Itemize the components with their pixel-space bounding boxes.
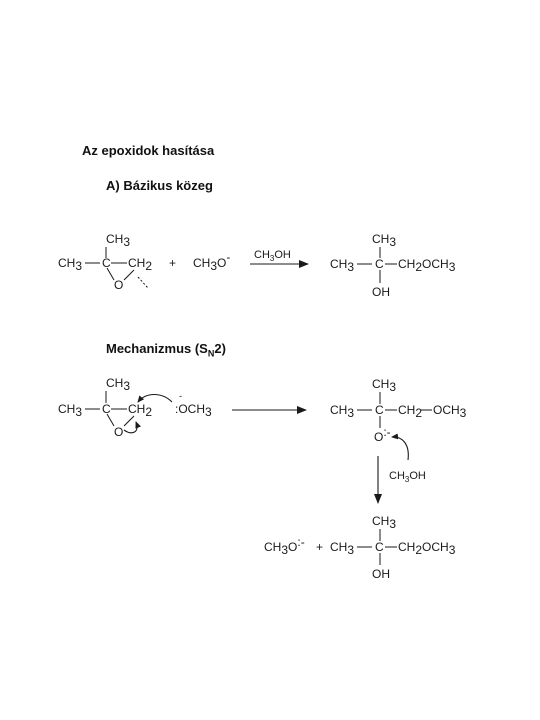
mechanism-heading-suffix: 2) [214, 341, 226, 356]
product-chain: CH2OCH3 [398, 257, 456, 274]
mech-epoxide-oxygen: O [114, 425, 123, 439]
final-chain: CH2OCH3 [398, 540, 456, 557]
final-product: CH3 CH3 C CH2OCH3 OH [330, 514, 456, 581]
plus-sign-2: + [316, 540, 323, 554]
bond-ch2-o [123, 269, 135, 281]
final-methyl-top: CH3 [372, 514, 396, 531]
mechanism-epoxide: CH3 CH3 C CH2 O [58, 376, 152, 439]
mechanism-heading-subscript: N [207, 348, 215, 359]
product-ether-alcohol: CH3 CH3 C CH2OCH3 OH [330, 232, 456, 299]
alkoxide-methyl-top: CH3 [372, 377, 396, 394]
plus-sign-1: + [169, 256, 176, 270]
epoxide-carbon: C [102, 256, 111, 270]
attack-indicator [137, 276, 149, 289]
product-methyl-top: CH3 [372, 232, 396, 249]
final-methyl-left: CH3 [330, 540, 354, 557]
alkoxide-oxygen: O:- [374, 425, 391, 444]
alkoxide-carbon: C [375, 403, 384, 417]
electron-arrow-protonation [391, 433, 409, 461]
section-heading-basic: A) Bázikus közeg [106, 178, 213, 193]
mech-epoxide-ch2: CH2 [128, 402, 152, 419]
bond-c-o [106, 413, 115, 427]
product-methyl-left: CH3 [330, 257, 354, 274]
mech-epoxide-methyl-top: CH3 [106, 376, 130, 393]
mech-epoxide-carbon: C [102, 402, 111, 416]
final-hydroxyl: OH [372, 567, 390, 581]
methoxide-reagent: CH3O- [193, 250, 230, 273]
final-carbon: C [375, 540, 384, 554]
mech-epoxide-methyl-left: CH3 [58, 402, 82, 419]
proton-source-methanol: CH3OH [389, 470, 426, 484]
alkoxide-intermediate: CH3 CH3 C CH2 OCH3 O:- [330, 377, 467, 444]
electron-arrow-nucleophile [137, 393, 173, 403]
bond-ch2-o [123, 415, 135, 427]
alkoxide-methoxy: OCH3 [433, 403, 467, 420]
arrow-label-methanol: CH3OH [254, 249, 291, 263]
regenerated-methoxide: CH3O:- [264, 535, 305, 557]
reactant-epoxide: CH3 CH3 C CH2 O [58, 232, 152, 292]
product-hydroxyl: OH [372, 285, 390, 299]
alkoxide-ch2: CH2 [398, 403, 422, 420]
bond-c-o [106, 267, 115, 281]
electron-arrow-ring-opening [123, 421, 142, 434]
mech-methoxide-nucleophile: :OCH3 [175, 402, 212, 419]
section-heading-mechanism: Mechanizmus (SN2) [106, 341, 226, 359]
epoxide-methyl-left: CH3 [58, 256, 82, 273]
epoxide-methyl-top: CH3 [106, 232, 130, 249]
epoxide-oxygen: O [114, 278, 123, 292]
product-carbon: C [375, 257, 384, 271]
mechanism-heading-text: Mechanizmus (S [106, 341, 208, 356]
alkoxide-methyl-left: CH3 [330, 403, 354, 420]
page-title: Az epoxidok hasítása [82, 143, 215, 158]
mech-nucleophile-charge: - [179, 391, 182, 402]
epoxide-ch2: CH2 [128, 256, 152, 273]
